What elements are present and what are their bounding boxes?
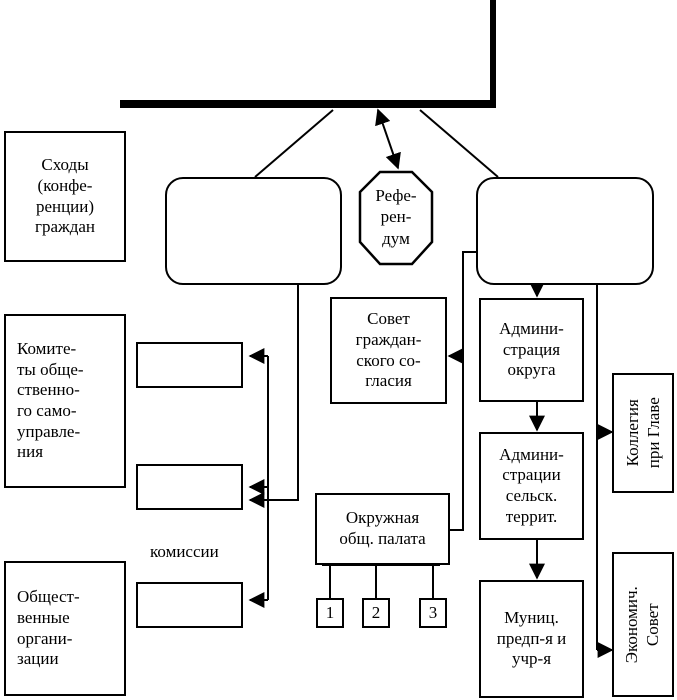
referendum-line: дум [382,228,410,248]
kollegiya-line: Коллегия [622,399,642,467]
administratsiya-okruga-box: Админи- страция округа [479,298,584,402]
admin-territ-line: Админи- [499,444,564,464]
ekonomich-sovet-box: Экономич. Совет [612,552,674,697]
ekonomich-line: Совет [643,603,662,646]
administratsii-territ-box: Админи- страции сельск. террит. [479,432,584,540]
munits-line: Муниц. [504,607,559,627]
komitety-line: го само- [17,401,77,420]
okruzhnaya-palata-box: Окружная общ. палата [315,493,450,565]
sovet-line: ского со- [356,350,421,370]
munits-predpriyatiya-box: Муниц. предп-я и учр-я [479,580,584,698]
organizatsii-line: Общест- [17,587,80,607]
admin-territ-line: страции [502,465,561,485]
skhody-grazhdan-box: Сходы (конфе- ренции) граждан [4,131,126,262]
sovet-line: граждан- [355,329,422,349]
admin-okruga-line: округа [507,360,556,380]
palata-section-2: 2 [362,598,390,628]
komitety-line: управле- [17,421,81,441]
sovet-soglasiya-box: Совет граждан- ского со- гласия [330,297,447,404]
komitety-line: ственно- [17,380,80,400]
right-main-box [476,177,654,285]
committee-box-2 [136,464,243,510]
organizatsii-line: органи- [17,628,73,648]
admin-okruga-line: страция [502,339,561,359]
kollegiya-text: Коллегия при Главе [622,398,663,469]
num-2-label: 2 [371,602,381,622]
munits-line: предп-я и [496,628,567,648]
sovet-line: гласия [365,371,412,391]
num-1-label: 1 [325,602,335,622]
skhody-line: Сходы [41,155,89,175]
committee-box-1 [136,342,243,388]
kollegiya-box: Коллегия при Главе [612,373,674,493]
komitety-line: Комите- [17,338,77,358]
obshchestvennye-organizatsii-box: Общест- венные органи- зации [4,561,126,696]
skhody-line: (конфе- [37,175,93,195]
admin-territ-line: сельск. [505,486,558,505]
komissii-label: комиссии [150,542,219,561]
referendum-octagon [358,170,434,266]
palata-section-3: 3 [419,598,447,628]
admin-okruga-line: Админи- [499,318,564,338]
skhody-line: граждан [34,217,96,237]
referendum-line: Рефе- [375,186,417,205]
organizatsii-line: венные [17,607,70,627]
kollegiya-line: при Главе [643,397,662,469]
skhody-line: ренции) [35,196,95,216]
left-main-box [165,177,342,285]
referendum-label: Рефе- рен- дум [360,185,432,249]
komitety-line: ния [17,442,44,462]
committee-box-3 [136,582,243,628]
sovet-line: Совет [367,309,410,329]
komitety-samoupravleniya-box: Комите- ты обще- ственно- го само- управ… [4,314,126,488]
admin-territ-line: террит. [505,506,558,526]
referendum-line: рен- [380,207,412,227]
organizatsii-line: зации [17,649,59,669]
palata-section-1: 1 [316,598,344,628]
komitety-line: ты обще- [17,359,84,379]
num-3-label: 3 [428,602,438,622]
ekonomich-text: Экономич. Совет [622,586,663,663]
ekonomich-line: Экономич. [622,585,642,664]
palata-line: Окружная [345,508,420,528]
munits-line: учр-я [511,649,552,669]
palata-line: общ. палата [339,529,426,548]
